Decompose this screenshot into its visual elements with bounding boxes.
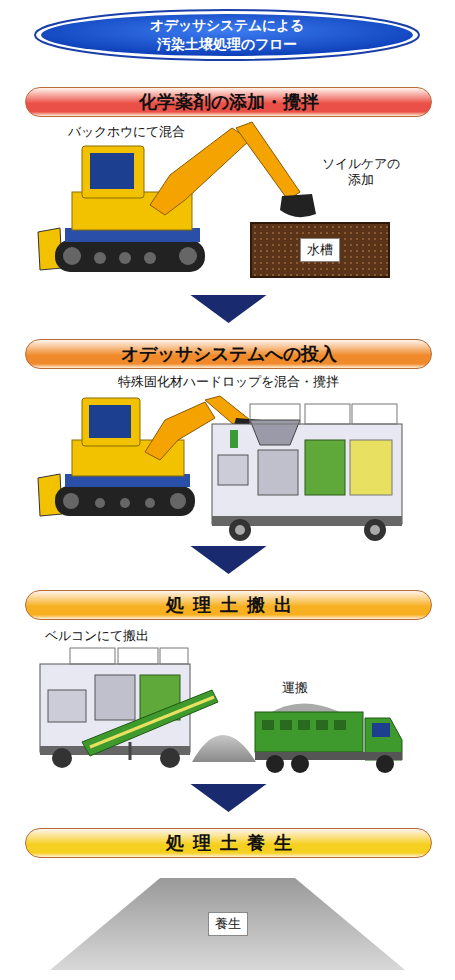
title-ellipse — [35, 10, 419, 60]
step-title: 化学薬剤の添加・攪拌 — [139, 90, 319, 114]
step-band: 処理土搬出 — [25, 590, 432, 620]
dump-truck — [255, 703, 402, 773]
flow-arrow — [191, 295, 267, 323]
step-note: 運搬 — [282, 680, 308, 696]
step-note: ソイルケアの 添加 — [316, 156, 406, 189]
step-band: オデッサシステムへの投入 — [25, 339, 432, 369]
step-band: 化学薬剤の添加・攪拌 — [25, 87, 432, 117]
flow-arrow — [191, 784, 267, 812]
step-note: ベルコンにて搬出 — [45, 628, 149, 644]
node-label: 水槽 — [300, 238, 340, 262]
title-ellipse-fill — [41, 14, 413, 56]
title: オデッサシステムによる 汚染土壌処理のフロー — [137, 16, 317, 54]
flow-arrow — [191, 546, 267, 574]
belt-conveyor — [82, 690, 218, 760]
step-title: 処理土搬出 — [166, 593, 301, 617]
step-note: 特殊固化材ハードロップを混合・攪拌 — [118, 374, 339, 390]
step-band: 処理土養生 — [25, 828, 432, 858]
soil-pile — [192, 735, 256, 762]
step-title: オデッサシステムへの投入 — [121, 342, 337, 366]
odessa-system-machine — [212, 404, 402, 541]
node-label: 養生 — [208, 912, 248, 936]
curing-pile: 養生 — [50, 878, 405, 970]
step-title: 処理土養生 — [166, 831, 301, 855]
water-tank: 水槽 — [250, 222, 390, 278]
step-note: バックホウにて混合 — [68, 124, 185, 140]
